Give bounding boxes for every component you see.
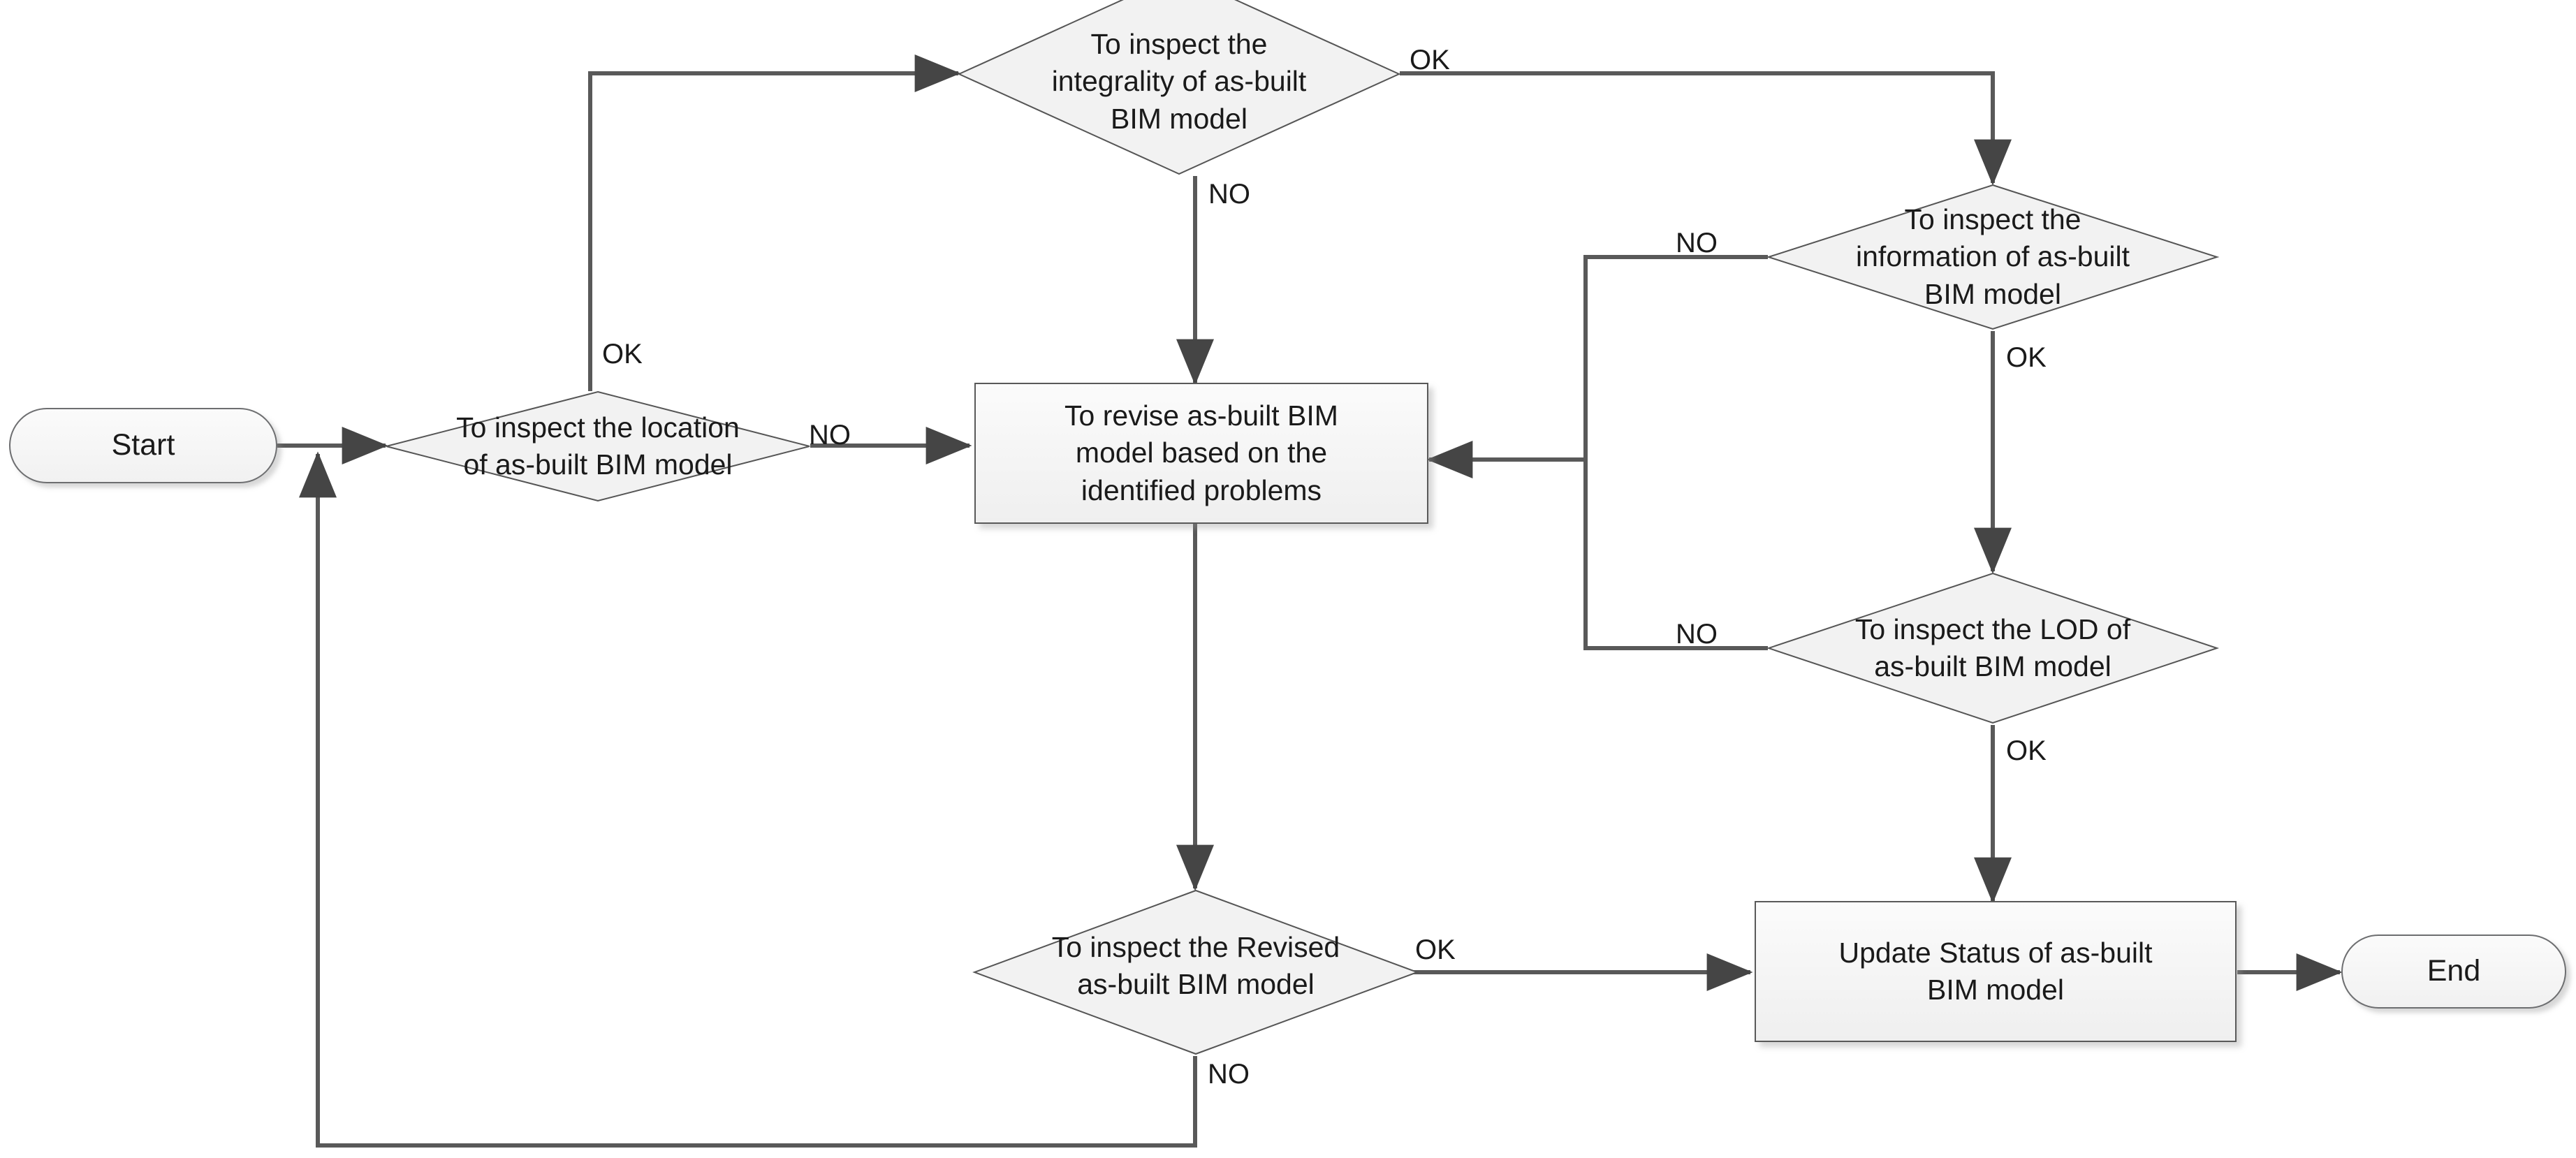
edge-location-ok-to-integrality: [588, 54, 961, 391]
diamond-shape-information: [1766, 184, 2219, 330]
node-end-label: End: [2427, 954, 2481, 988]
edge-label-location-no: NO: [809, 420, 851, 450]
diamond-shape-lod: [1766, 572, 2219, 724]
node-inspect-integrality[interactable]: To inspect the integrality of as-built B…: [957, 0, 1401, 176]
edge-label-integrality-ok: OK: [1410, 45, 1450, 75]
node-update-status-label: Update Status of as-built BIM model: [1838, 936, 2153, 1006]
edge-lod-no-rail: [1583, 460, 1768, 650]
diamond-shape-revised: [972, 889, 1419, 1055]
node-end[interactable]: End: [2341, 935, 2566, 1009]
edge-label-integrality-no: NO: [1208, 179, 1250, 210]
node-start-label: Start: [111, 428, 175, 462]
edge-integrality-ok-to-information: [1400, 71, 2012, 186]
node-inspect-location-label: To inspect the location of as-built BIM …: [456, 411, 740, 481]
node-inspect-integrality-label: To inspect the integrality of as-built B…: [1051, 28, 1307, 135]
node-inspect-information-label: To inspect the information of as-built B…: [1856, 203, 2130, 310]
edge-label-information-ok: OK: [2006, 342, 2047, 373]
edge-information-no-rail: [1583, 255, 1768, 460]
edge-revised-no-feedback: [299, 451, 1197, 1148]
node-inspect-revised-label: To inspect the Revised as-built BIM mode…: [1051, 930, 1340, 1000]
edge-label-lod-no: NO: [1676, 619, 1718, 650]
edge-label-revised-no: NO: [1208, 1059, 1250, 1090]
edge-label-information-no: NO: [1676, 228, 1718, 258]
edge-label-revised-ok: OK: [1415, 935, 1456, 965]
diamond-shape-location: [386, 390, 810, 502]
diamond-shape-integrality: [957, 0, 1401, 175]
node-revise-model-label: To revise as-built BIM model based on th…: [1064, 400, 1338, 506]
node-inspect-revised[interactable]: To inspect the Revised as-built BIM mode…: [972, 888, 1419, 1056]
node-update-status[interactable]: Update Status of as-built BIM model: [1755, 901, 2237, 1042]
node-inspect-lod[interactable]: To inspect the LOD of as-built BIM model: [1766, 571, 2219, 725]
node-inspect-lod-label: To inspect the LOD of as-built BIM model: [1854, 613, 2131, 682]
node-inspect-location[interactable]: To inspect the location of as-built BIM …: [384, 390, 812, 503]
node-revise-model[interactable]: To revise as-built BIM model based on th…: [974, 383, 1428, 524]
edge-label-lod-ok: OK: [2006, 735, 2047, 766]
node-start[interactable]: Start: [9, 408, 277, 483]
node-inspect-information[interactable]: To inspect the information of as-built B…: [1766, 183, 2219, 331]
edge-label-location-ok: OK: [602, 339, 643, 369]
